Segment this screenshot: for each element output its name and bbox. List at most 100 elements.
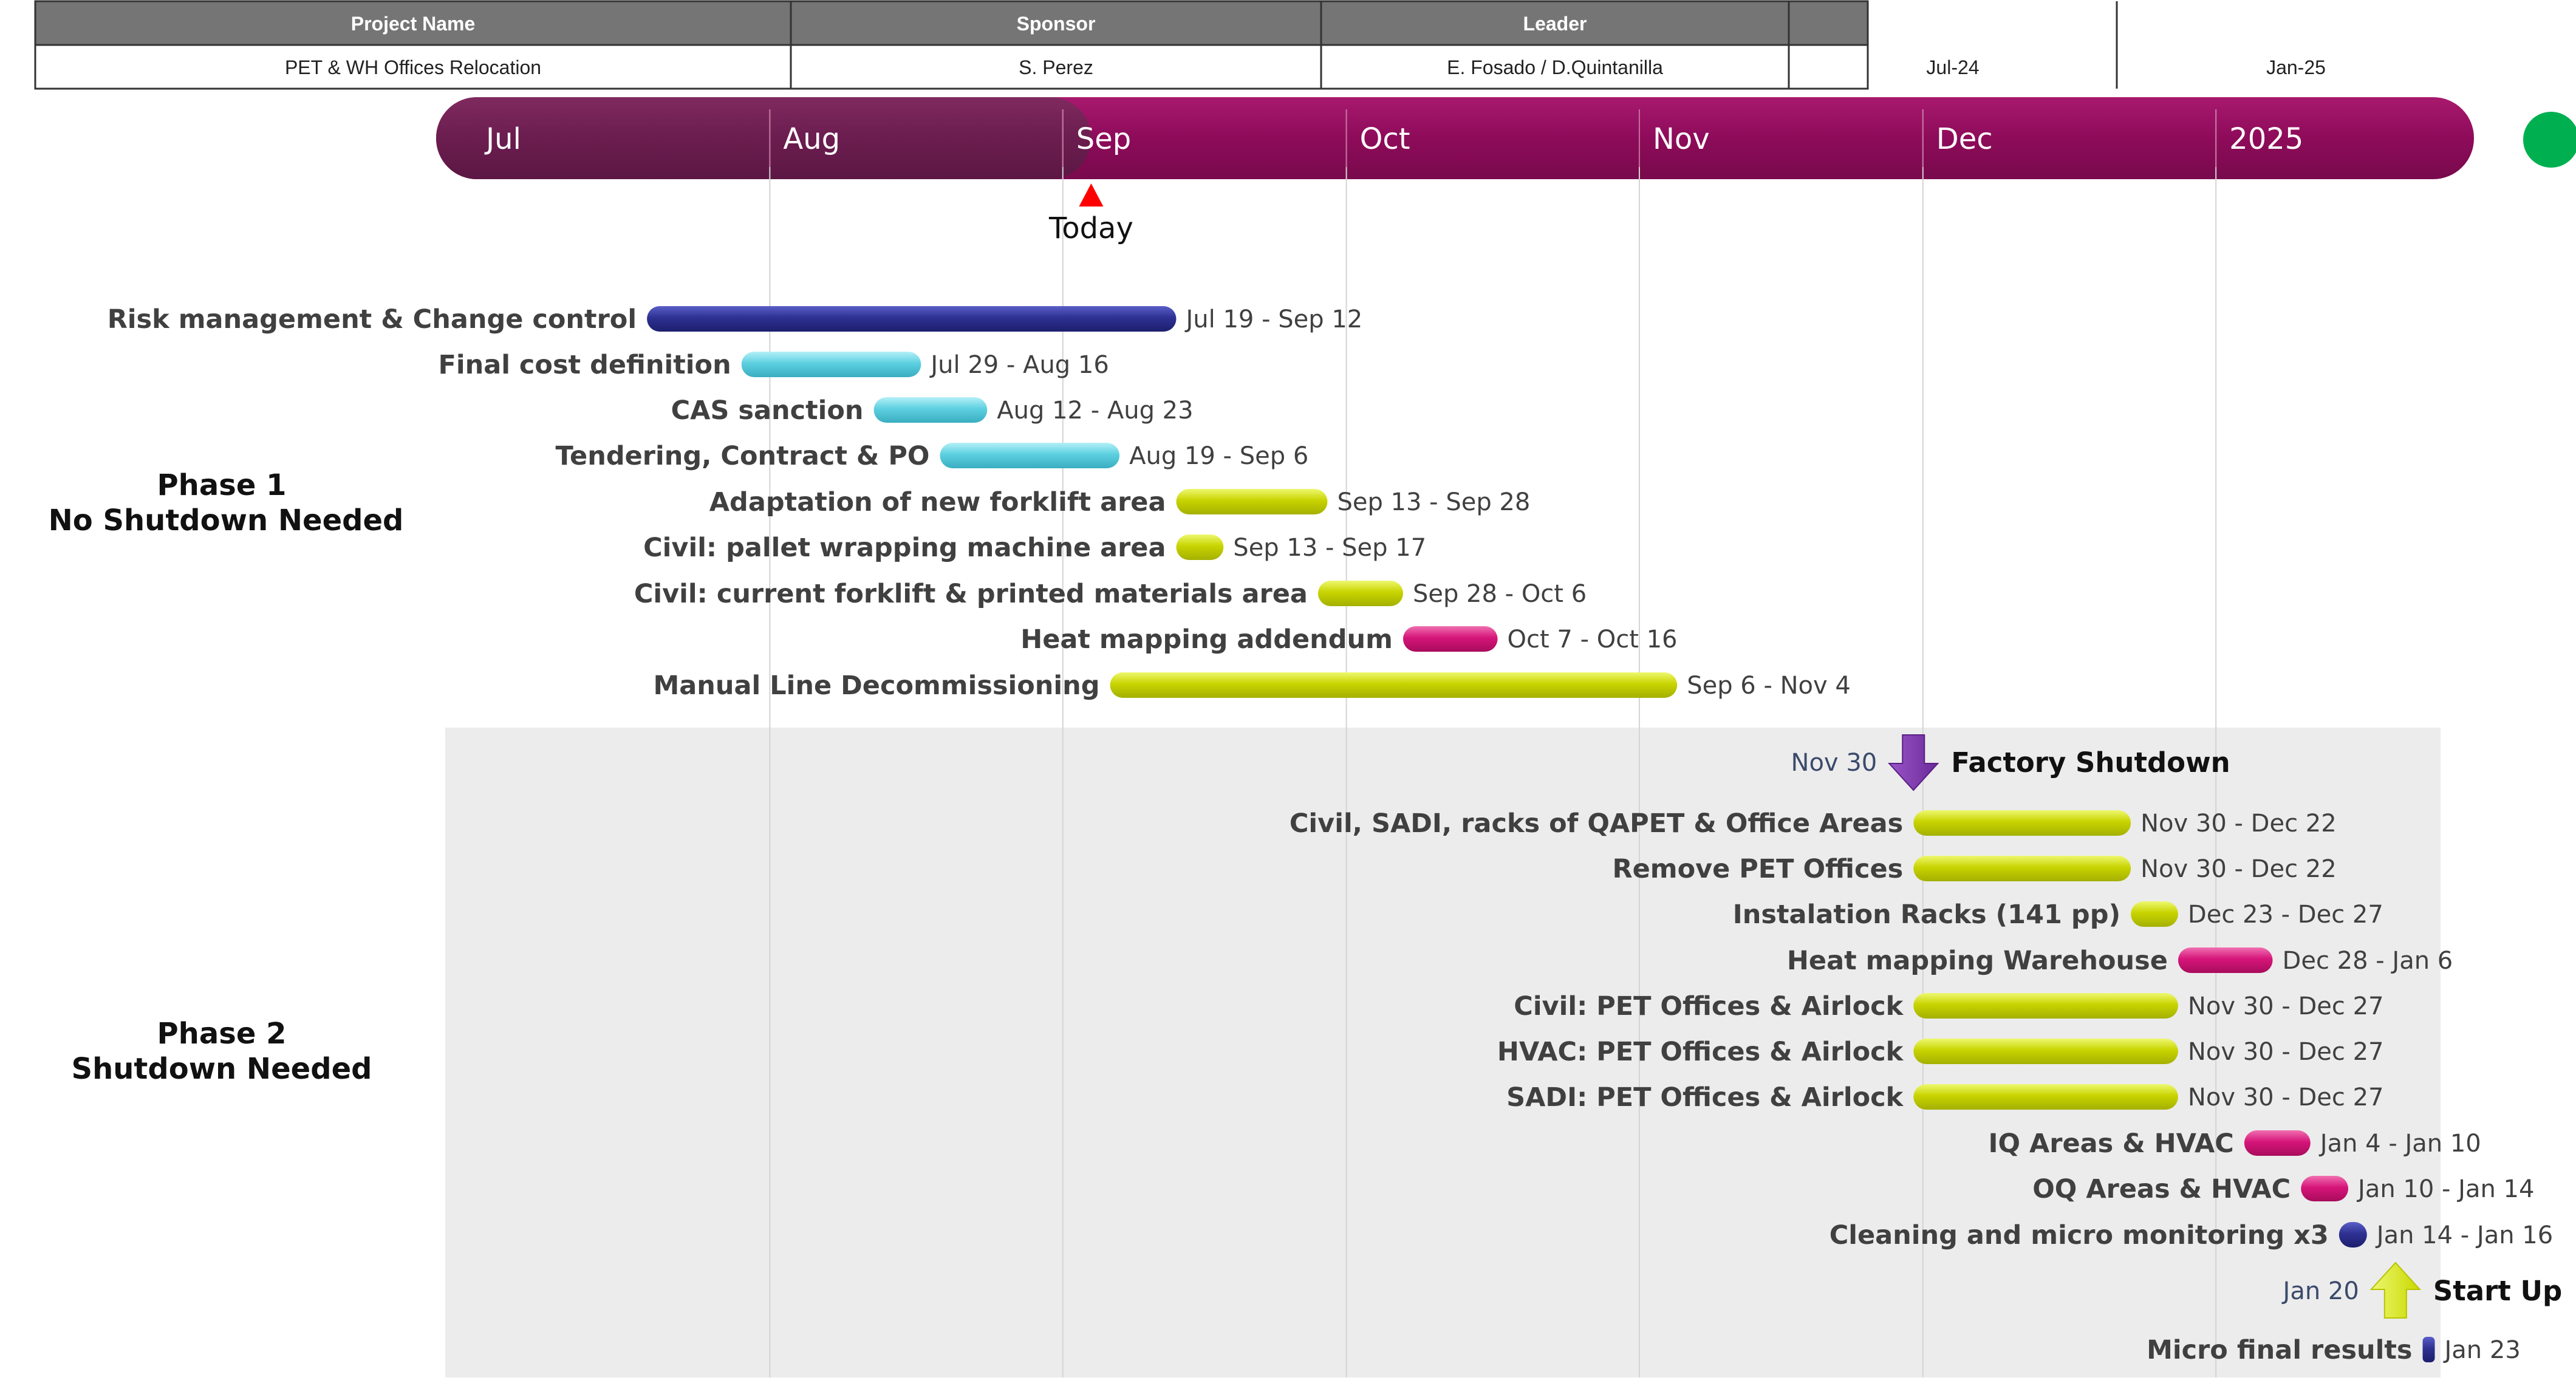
month-label-jul: Jul: [484, 122, 521, 156]
task-bar-heat-mapping-warehouse: [2178, 947, 2273, 973]
task-dates-instalation-racks-141-pp: Dec 23 - Dec 27: [2188, 901, 2383, 929]
task-label-hvac-pet-offices-airlock: HVAC: PET Offices & Airlock: [1497, 1037, 1904, 1067]
task-label-iq-areas-hvac: IQ Areas & HVAC: [1988, 1128, 2233, 1159]
task-dates-civil-sadi-racks-of-qapet-office-areas: Nov 30 - Dec 22: [2140, 810, 2337, 838]
task-dates-sadi-pet-offices-airlock: Nov 30 - Dec 27: [2188, 1084, 2384, 1111]
task-bar-sadi-pet-offices-airlock: [1913, 1084, 2178, 1110]
milestone-start-up: Jan 20 Start Up: [2281, 1261, 2562, 1319]
task-bar-adaptation-of-new-forklift-area: [1176, 489, 1328, 514]
task-dates-civil-pallet-wrapping-machine-area: Sep 13 - Sep 17: [1233, 534, 1426, 562]
task-label-oq-areas-hvac: OQ Areas & HVAC: [2032, 1174, 2291, 1204]
phase1-label: Phase 1 No Shutdown Needed: [49, 468, 404, 538]
task-row-sadi-pet-offices-airlock: SADI: PET Offices & Airlock Nov 30 - Dec …: [1506, 1082, 2383, 1113]
table-header-sponsor: Sponsor: [1017, 13, 1096, 35]
month-label-2025: 2025: [2229, 122, 2303, 156]
table-header-finish: Finish: [2267, 13, 2325, 35]
status-indicator-dot: [2523, 112, 2576, 168]
task-label-remove-pet-offices: Remove PET Offices: [1612, 854, 1903, 884]
task-dates-tendering-contract-po: Aug 19 - Sep 6: [1129, 442, 1308, 470]
task-row-civil-current-forklift-printed-materials-area: Civil: current forklift & printed materi…: [634, 579, 1587, 609]
task-label-final-cost-definition: Final cost definition: [438, 350, 731, 380]
phase2-label: Phase 2 Shutdown Needed: [72, 1017, 372, 1086]
table-value-leader: E. Fosado / D.Quintanilla: [1447, 56, 1663, 78]
task-row-adaptation-of-new-forklift-area: Adaptation of new forklift area Sep 13 - …: [709, 487, 1531, 517]
task-dates-cas-sanction: Aug 12 - Aug 23: [997, 397, 1193, 425]
month-label-sep: Sep: [1076, 122, 1131, 156]
milestone-date-start-up: Jan 20: [2281, 1277, 2359, 1305]
timeline-bar: [436, 97, 2474, 179]
task-label-heat-mapping-addendum: Heat mapping addendum: [1020, 624, 1393, 655]
task-row-final-cost-definition: Final cost definition Jul 29 - Aug 16: [438, 350, 1109, 380]
project-info-table: Project Name Sponsor Leader Start Finish PET…: [34, 0, 2326, 90]
task-bar-manual-line-decommissioning: [1110, 672, 1678, 698]
task-label-civil-sadi-racks-of-qapet-office-areas: Civil, SADI, racks of QAPET & Office Are…: [1290, 808, 1903, 839]
task-bar-iq-areas-hvac: [2244, 1130, 2311, 1156]
timeline-elapsed-shade: [436, 97, 1092, 179]
task-bar-hvac-pet-offices-airlock: [1913, 1039, 2178, 1064]
task-row-cas-sanction: CAS sanction Aug 12 - Aug 23: [671, 395, 1194, 426]
month-label-aug: Aug: [783, 122, 840, 156]
task-dates-final-cost-definition: Jul 29 - Aug 16: [929, 351, 1109, 379]
task-label-adaptation-of-new-forklift-area: Adaptation of new forklift area: [709, 487, 1166, 517]
table-value-project-name: PET & WH Offices Relocation: [285, 56, 541, 78]
task-dates-cleaning-and-micro-monitoring-x3: Jan 14 - Jan 16: [2375, 1221, 2553, 1249]
task-bar-cleaning-and-micro-monitoring-x3: [2339, 1222, 2367, 1248]
milestone-label-start-up: Start Up: [2433, 1275, 2562, 1307]
task-label-sadi-pet-offices-airlock: SADI: PET Offices & Airlock: [1506, 1082, 1904, 1113]
task-label-civil-pet-offices-airlock: Civil: PET Offices & Airlock: [1514, 991, 1904, 1022]
task-dates-micro-final-results: Jan 23: [2443, 1336, 2521, 1364]
task-bar-civil-pallet-wrapping-machine-area: [1176, 534, 1224, 560]
task-label-tendering-contract-po: Tendering, Contract & PO: [555, 441, 929, 471]
task-row-civil-sadi-racks-of-qapet-office-areas: Civil, SADI, racks of QAPET & Office Are…: [1290, 808, 2337, 839]
task-bar-final-cost-definition: [741, 352, 921, 377]
phase1-subtitle: No Shutdown Needed: [49, 504, 404, 538]
month-label-dec: Dec: [1936, 122, 1993, 156]
task-label-civil-current-forklift-printed-materials-area: Civil: current forklift & printed materi…: [634, 579, 1308, 609]
task-row-tendering-contract-po: Tendering, Contract & PO Aug 19 - Sep 6: [555, 441, 1308, 471]
task-dates-manual-line-decommissioning: Sep 6 - Nov 4: [1687, 672, 1851, 700]
task-bar-oq-areas-hvac: [2301, 1176, 2349, 1201]
task-bar-heat-mapping-addendum: [1402, 626, 1498, 652]
task-bar-civil-current-forklift-printed-materials-area: [1317, 581, 1403, 606]
task-bar-civil-sadi-racks-of-qapet-office-areas: [1913, 810, 2131, 836]
arrow-up-icon: [2369, 1261, 2422, 1319]
table-value-row: [34, 44, 1869, 90]
task-dates-adaptation-of-new-forklift-area: Sep 13 - Sep 28: [1337, 488, 1530, 516]
arrow-down-icon: [1887, 734, 1939, 791]
task-dates-risk-management-change-control: Jul 19 - Sep 12: [1184, 306, 1362, 333]
task-bar-cas-sanction: [873, 397, 988, 423]
task-label-micro-final-results: Micro final results: [2147, 1335, 2412, 1365]
task-bar-remove-pet-offices: [1913, 856, 2131, 881]
milestone-date-factory-shutdown: Nov 30: [1791, 749, 1877, 777]
task-bar-instalation-racks-141-pp: [2131, 901, 2178, 927]
table-header-start: Start: [1931, 13, 1975, 35]
task-label-heat-mapping-warehouse: Heat mapping Warehouse: [1787, 946, 2168, 976]
task-dates-civil-pet-offices-airlock: Nov 30 - Dec 27: [2188, 992, 2384, 1020]
today-label: Today: [1048, 211, 1133, 245]
task-bar-risk-management-change-control: [647, 306, 1177, 332]
phase1-title: Phase 1: [157, 468, 287, 502]
today-triangle-icon: [1079, 183, 1104, 207]
task-row-risk-management-change-control: Risk management & Change control Jul 19 -…: [108, 304, 1363, 335]
task-row-micro-final-results: Micro final results Jan 23: [2147, 1335, 2521, 1365]
table-header-project-name: Project Name: [351, 13, 476, 35]
task-label-risk-management-change-control: Risk management & Change control: [108, 304, 637, 335]
task-label-cas-sanction: CAS sanction: [671, 395, 864, 426]
task-label-cleaning-and-micro-monitoring-x3: Cleaning and micro monitoring x3: [1830, 1220, 2329, 1251]
table-header-leader: Leader: [1523, 13, 1587, 35]
phase2-title: Phase 2: [157, 1017, 287, 1051]
table-value-sponsor: S. Perez: [1019, 56, 1093, 78]
table-value-start: Jul-24: [1926, 56, 1979, 78]
